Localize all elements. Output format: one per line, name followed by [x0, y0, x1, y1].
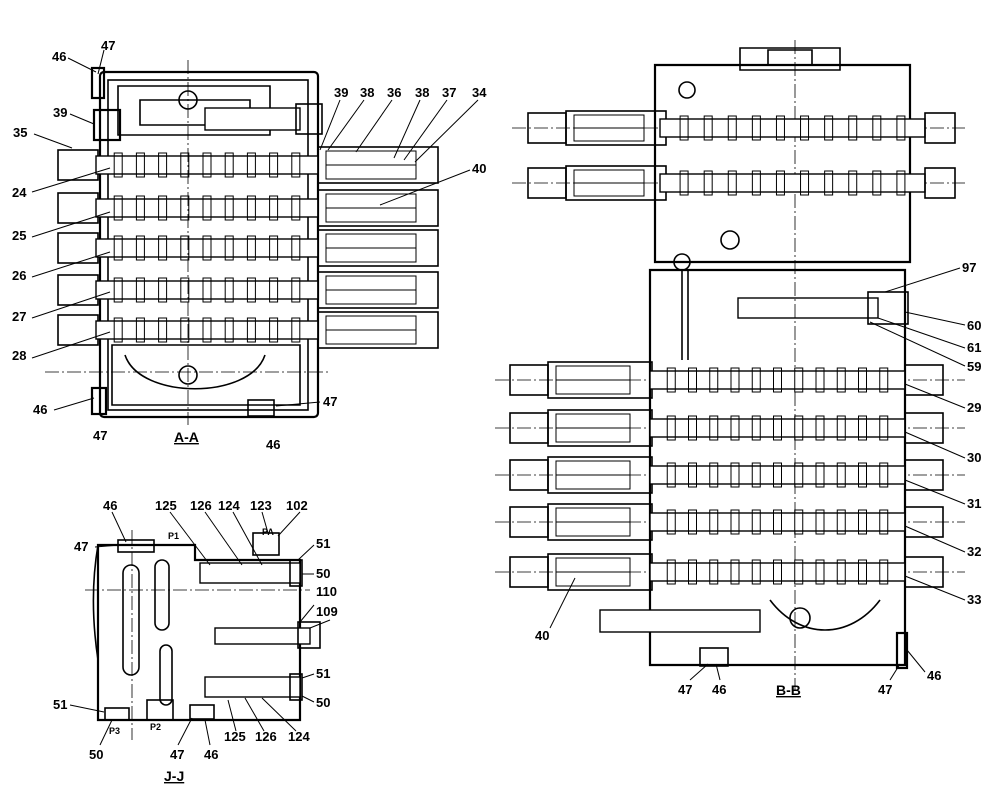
jj-label: 125	[155, 498, 177, 513]
port-label: P1	[168, 531, 179, 541]
jj-label: 126	[190, 498, 212, 513]
jj-label: 102	[286, 498, 308, 513]
bb-label: 31	[967, 496, 981, 511]
bb-label: 46	[927, 668, 941, 683]
view-bb-drawing	[495, 40, 965, 690]
aa-label: 35	[13, 125, 27, 140]
aa-label: 39	[334, 85, 348, 100]
jj-label: 123	[250, 498, 272, 513]
port-label: P2	[150, 722, 161, 732]
bb-labels: 97 60 61 59 29 30 31 32 33 40 47 46 47 4…	[535, 260, 981, 698]
aa-label: 27	[12, 309, 26, 324]
bb-label: 61	[967, 340, 981, 355]
jj-label: 50	[89, 747, 103, 762]
aa-label: 39	[53, 105, 67, 120]
aa-label: 46	[266, 437, 280, 452]
bb-label: 46	[712, 682, 726, 697]
view-jj-title: J-J	[164, 768, 184, 784]
port-label: P3	[109, 726, 120, 736]
aa-label: 36	[387, 85, 401, 100]
aa-label: 47	[93, 428, 107, 443]
aa-label: 47	[323, 394, 337, 409]
aa-label: 38	[415, 85, 429, 100]
bb-label: 47	[878, 682, 892, 697]
jj-label: 124	[218, 498, 240, 513]
jj-label: 51	[316, 666, 330, 681]
aa-label: 46	[33, 402, 47, 417]
jj-label: 47	[74, 539, 88, 554]
bb-label: 32	[967, 544, 981, 559]
view-aa-drawing	[45, 60, 439, 425]
jj-label: 109	[316, 604, 338, 619]
jj-label: 124	[288, 729, 310, 744]
leader-lines	[31, 49, 966, 746]
jj-label: 125	[224, 729, 246, 744]
aa-labels: 47 46 39 35 24 25 26 27 28 46 47 39 38 3…	[12, 38, 487, 452]
aa-label: 47	[101, 38, 115, 53]
jj-label: 51	[316, 536, 330, 551]
aa-label: 38	[360, 85, 374, 100]
view-bb-title: B-B	[776, 682, 801, 698]
jj-label: 50	[316, 695, 330, 710]
aa-label: 37	[442, 85, 456, 100]
bb-label: 40	[535, 628, 549, 643]
aa-label: 28	[12, 348, 26, 363]
aa-label: 25	[12, 228, 26, 243]
aa-label: 40	[472, 161, 486, 176]
view-jj-drawing	[85, 530, 321, 740]
port-label: PA	[262, 527, 274, 537]
jj-label: 47	[170, 747, 184, 762]
jj-label: 110	[316, 584, 337, 599]
jj-label: 46	[103, 498, 117, 513]
aa-label: 46	[52, 49, 66, 64]
bb-label: 30	[967, 450, 981, 465]
jj-label: 50	[316, 566, 330, 581]
bb-label: 97	[962, 260, 976, 275]
bb-label: 59	[967, 359, 981, 374]
aa-label: 24	[12, 185, 27, 200]
bb-label: 47	[678, 682, 692, 697]
jj-labels: 46 47 125 126 124 123 102 51 50 110 109 …	[53, 498, 338, 784]
bb-label: 33	[967, 592, 981, 607]
aa-label: 26	[12, 268, 26, 283]
bb-label: 29	[967, 400, 981, 415]
jj-label: 126	[255, 729, 277, 744]
view-aa-title: A-A	[174, 429, 199, 445]
aa-label: 34	[472, 85, 487, 100]
bb-label: 60	[967, 318, 981, 333]
jj-label: 51	[53, 697, 67, 712]
jj-label: 46	[204, 747, 218, 762]
